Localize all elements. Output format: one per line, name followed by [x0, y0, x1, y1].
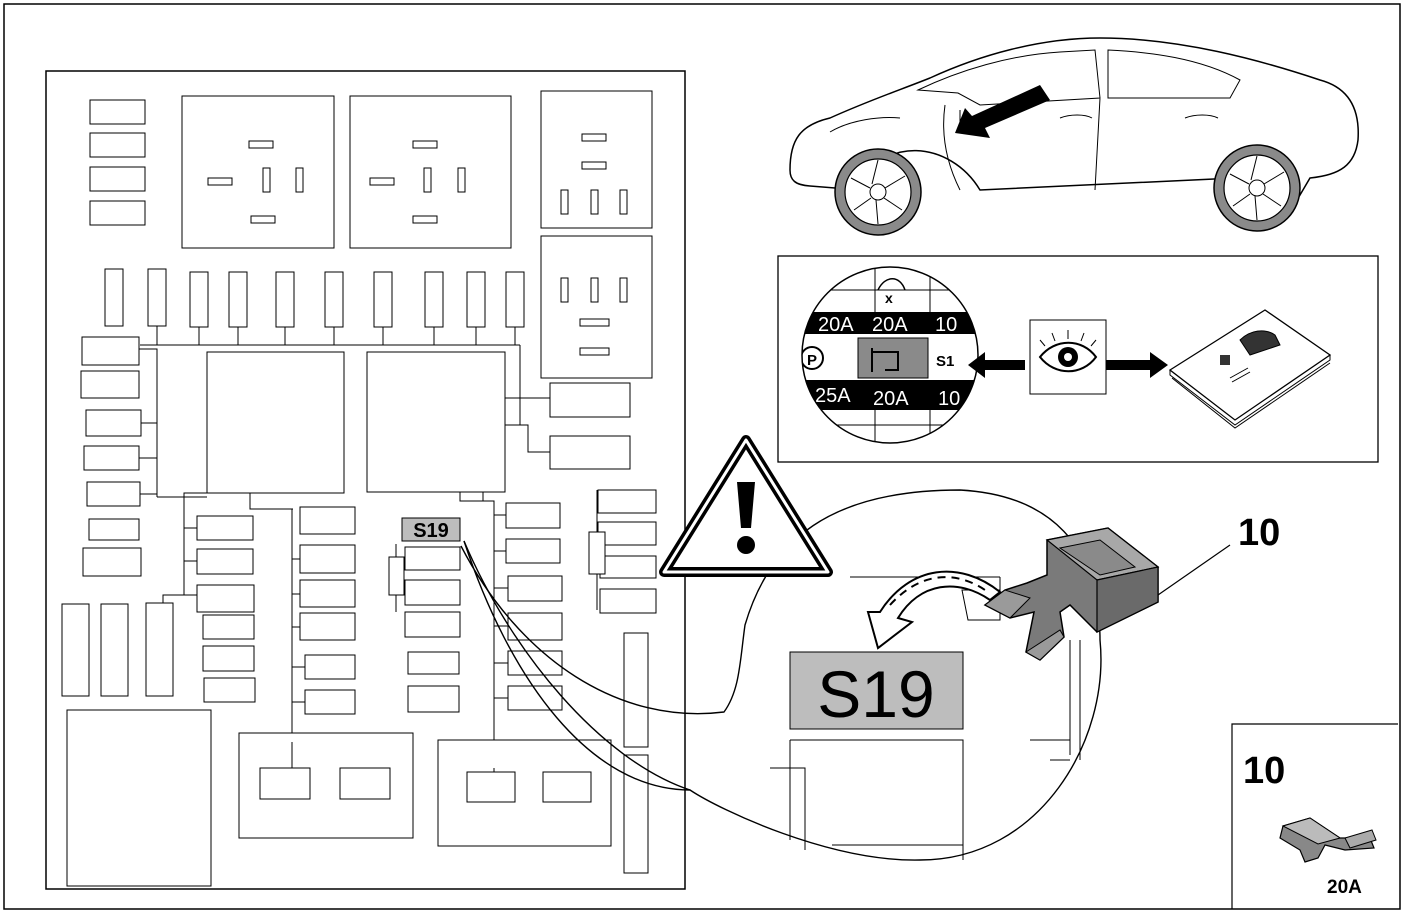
zoom-detail: S19 [460, 489, 1231, 861]
rating-row1-3: 10 [935, 314, 957, 336]
fuse-slots-top-left [89, 99, 146, 226]
p-symbol: P [807, 352, 817, 369]
vertical-fuse-row [104, 268, 525, 328]
cell-text: S1 [936, 353, 954, 370]
fuse-s19-slot [401, 517, 461, 542]
module-right [366, 351, 506, 493]
rating-row1-2: 20A [872, 314, 908, 336]
fuse-s19-enlarged-label: S19 [817, 657, 934, 731]
relay-2 [349, 95, 512, 249]
rating-row2-3: 10 [938, 388, 960, 410]
fuse-column-d [505, 502, 563, 711]
rating-row2-1: 25A [815, 385, 851, 407]
fuse-column-a [196, 515, 256, 703]
relay-3 [540, 90, 653, 229]
fuse-box: S19 [45, 70, 686, 890]
fuse-icon [983, 527, 1160, 661]
fuse-s19-enlarged [789, 651, 964, 730]
relay-4 [540, 235, 653, 379]
fuse-s19-label: S19 [413, 520, 449, 542]
rating-row2-2: 20A [873, 388, 909, 410]
car-icon [789, 37, 1359, 236]
eye-icon [1029, 319, 1107, 395]
legend-rating: 20A [1327, 877, 1362, 898]
relay-bottom-1 [238, 732, 414, 839]
car-front-wheel [834, 148, 922, 236]
module-left [206, 351, 345, 494]
arrow-icon [955, 85, 1050, 138]
fuse-column-b [299, 506, 356, 715]
relay-bottom-2 [437, 739, 612, 847]
arrow-left-icon [968, 352, 1025, 378]
relay-1 [181, 95, 335, 249]
legend-box: 10 20A [1231, 723, 1398, 909]
warning-triangle-icon [659, 435, 833, 577]
arrow-right-icon [1106, 352, 1168, 378]
rating-row1-1: 20A [818, 314, 854, 336]
fuse-slots-bottom-left [61, 602, 174, 697]
relay-bottom-left [66, 709, 212, 887]
fuse-column-c [388, 546, 461, 713]
owner-manual-icon [1168, 309, 1332, 429]
inspection-panel: 20A 20A 10 25A 20A 10 P S1 x [777, 255, 1379, 463]
car-rear-wheel [1213, 144, 1301, 232]
svg-text:x: x [885, 290, 893, 306]
fuse-column-e [588, 489, 657, 614]
legend-fuse-icon [1279, 817, 1377, 863]
insert-arrow-icon [866, 570, 1002, 650]
legend-part-number: 10 [1243, 750, 1285, 792]
page-frame [3, 3, 1401, 910]
fuse-slots-left [80, 336, 142, 577]
callout-number: 10 [1238, 512, 1280, 554]
